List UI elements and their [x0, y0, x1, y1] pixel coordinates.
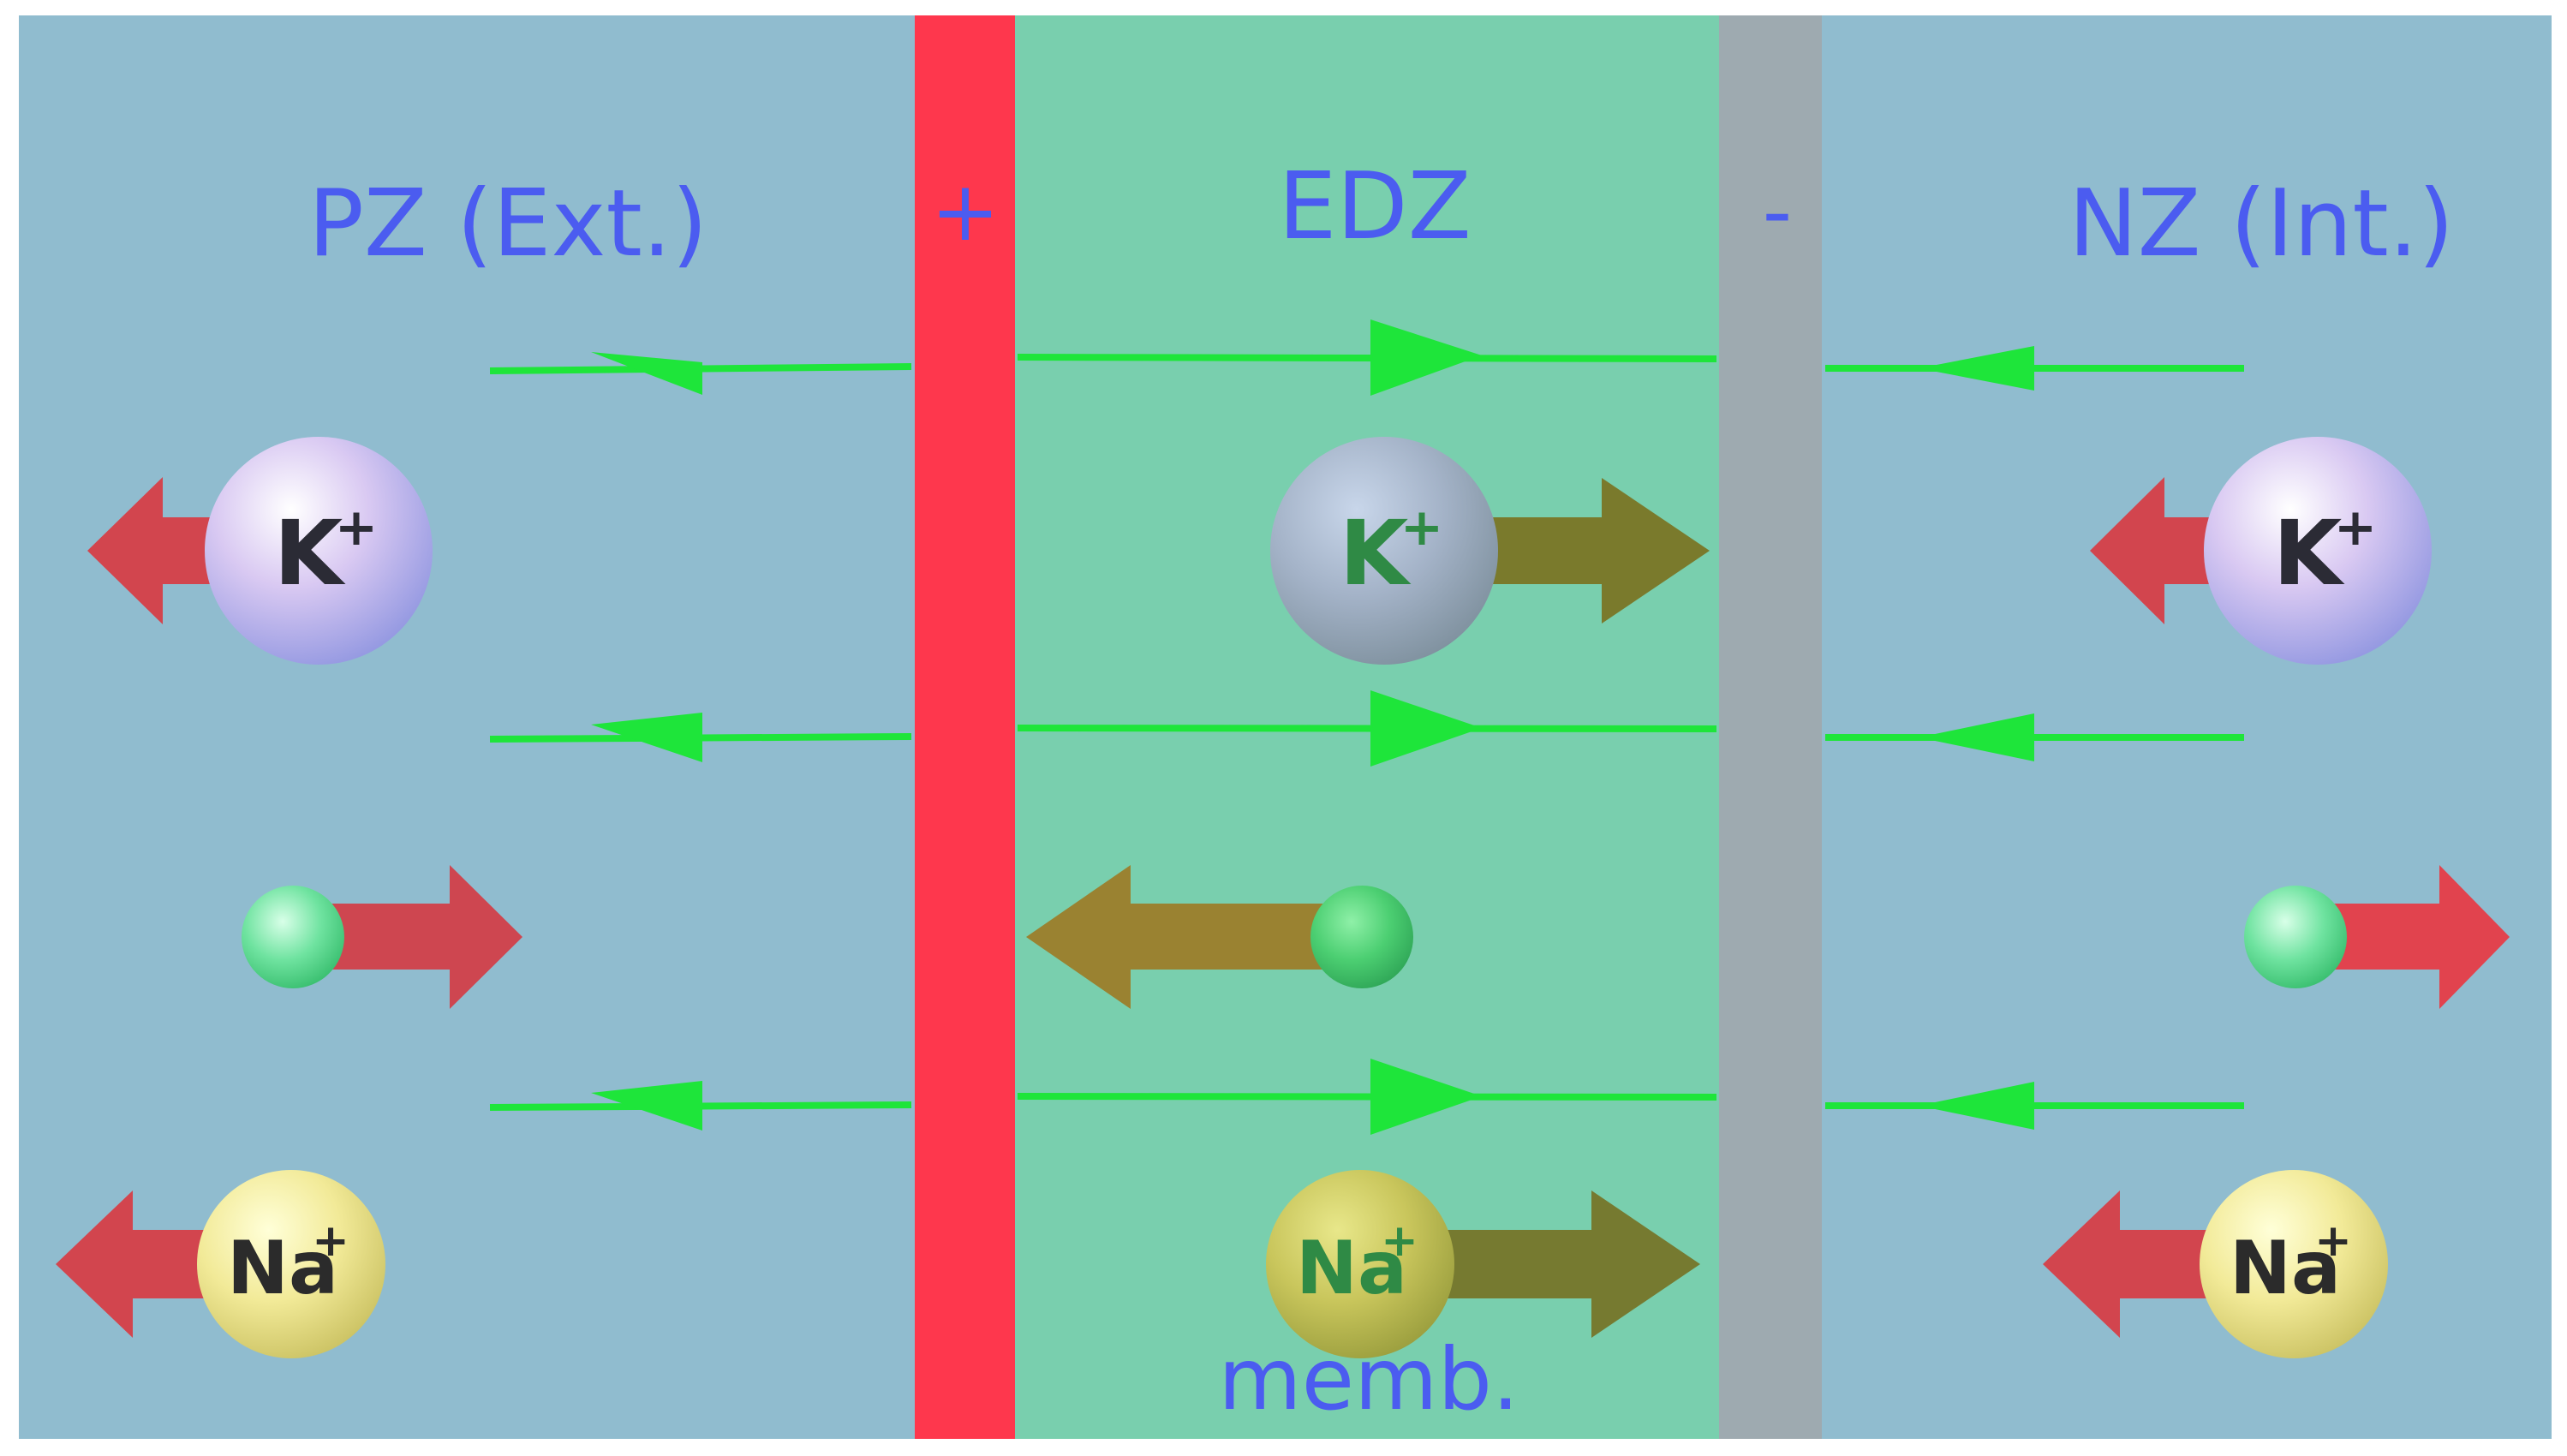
edz-zone-label: EDZ: [1278, 153, 1471, 260]
sodium-ion-membrane: Na +: [1266, 1170, 1454, 1358]
force-arrow-right: [308, 865, 522, 1009]
force-arrow-left: [56, 1190, 240, 1338]
positive-charge-label: +: [931, 164, 1000, 260]
field-line-left-arrow: [1825, 1082, 2244, 1130]
exterior-zone-label: PZ (Ext.): [308, 170, 708, 277]
field-line-right-arrow: [1017, 1059, 1717, 1135]
force-arrows: [56, 477, 2510, 1338]
potassium-ion-sphere: [1270, 437, 1498, 665]
field-line-left-arrow: [489, 352, 912, 395]
potassium-ion-charge: +: [335, 498, 378, 558]
potassium-ion-symbol: K: [274, 501, 346, 606]
exterior-field-lines: [489, 352, 912, 1131]
potassium-ion-membrane: K +: [1270, 437, 1498, 665]
anion-sphere: [1310, 886, 1413, 988]
sodium-ion-charge: +: [312, 1215, 349, 1267]
force-arrow-left: [1026, 865, 1362, 1009]
field-line-left-arrow: [489, 713, 912, 762]
sodium-ion-symbol: Na: [2230, 1226, 2341, 1311]
sodium-ion-interior: Na +: [2200, 1170, 2388, 1358]
potassium-ion-exterior: K +: [205, 437, 433, 665]
interior-field-lines: [1825, 346, 2244, 1130]
potassium-ion-sphere: [2204, 437, 2432, 665]
field-line-right-arrow: [1017, 319, 1717, 396]
field-line-left-arrow: [1825, 346, 2244, 391]
sodium-ion-exterior: Na +: [197, 1170, 385, 1358]
field-line-left-arrow: [489, 1081, 912, 1131]
potassium-ion-sphere: [205, 437, 433, 665]
potassium-ion-charge: +: [1400, 498, 1443, 558]
sodium-ion-sphere: [2200, 1170, 2388, 1358]
sodium-ion-charge: +: [2314, 1215, 2352, 1267]
potassium-ion-symbol: K: [1340, 501, 1412, 606]
sodium-ion-symbol: Na: [227, 1226, 338, 1311]
edz-field-lines: [1017, 319, 1717, 1135]
force-arrow-right: [1405, 478, 1710, 624]
anion-sphere: [2244, 886, 2347, 988]
interior-zone: [1822, 15, 2552, 1439]
potassium-ion-symbol: K: [2273, 501, 2345, 606]
field-line-right-arrow: [1017, 690, 1717, 767]
force-arrow-right: [1405, 1190, 1700, 1338]
force-arrow-left: [2043, 1190, 2244, 1338]
force-arrow-left: [2090, 477, 2261, 624]
anion-sphere: [242, 886, 344, 988]
positive-plate: [915, 15, 1015, 1439]
force-arrow-left: [87, 477, 257, 624]
sodium-ion-symbol: Na: [1296, 1226, 1407, 1311]
potassium-ion-charge: +: [2334, 498, 2377, 558]
exterior-zone: [19, 15, 915, 1439]
negative-plate: [1719, 15, 1822, 1439]
field-line-left-arrow: [1825, 713, 2244, 761]
negative-charge-label: -: [1763, 164, 1793, 260]
sodium-ion-charge: +: [1381, 1215, 1418, 1267]
interior-zone-label: NZ (Int.): [2069, 170, 2454, 277]
force-arrow-right: [2313, 865, 2510, 1009]
sodium-ion-sphere: [197, 1170, 385, 1358]
sodium-ion-sphere: [1266, 1170, 1454, 1358]
potassium-ion-interior: K +: [2204, 437, 2432, 665]
